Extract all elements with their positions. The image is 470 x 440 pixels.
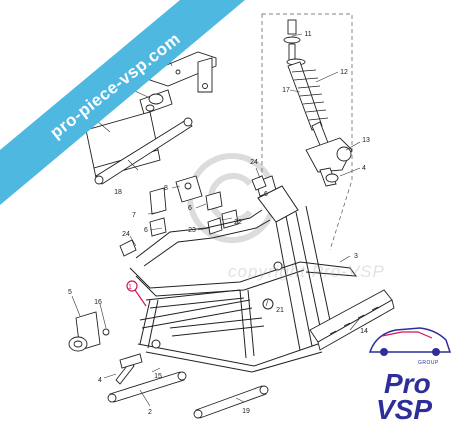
callout-11: 11	[304, 31, 311, 38]
callout-5: 5	[68, 289, 72, 296]
nut-part	[102, 328, 110, 336]
callout-17: 17	[282, 87, 290, 94]
clip-parts	[119, 175, 267, 257]
callout-12: 12	[340, 69, 348, 76]
callout-22: 22	[234, 219, 242, 226]
callout-24-a: 24	[122, 231, 130, 238]
tie-rod-part	[115, 353, 143, 385]
link-bar-part	[94, 117, 193, 185]
chassis-frame-part	[129, 185, 358, 373]
callout-23: 23	[188, 227, 196, 234]
callout-6-a: 6	[188, 205, 192, 212]
callout-labels: 1 2 3 4 4 5 6 6 6 7 8 9 10 11 12 13 14 1…	[68, 31, 370, 416]
stub-axle-part	[305, 137, 353, 187]
steering-bracket-part	[68, 311, 101, 352]
callout-6-b: 6	[144, 227, 148, 234]
lower-link-part	[193, 385, 269, 419]
side-rail-part	[309, 289, 395, 351]
callout-4-upper: 4	[362, 165, 366, 172]
bushing-part	[139, 89, 173, 115]
callout-1: 1	[128, 284, 132, 291]
callout-3: 3	[354, 253, 358, 260]
callout-16: 16	[94, 299, 102, 306]
provsp-logo: GROUP Pro VSP	[358, 320, 458, 432]
callout-24-b: 24	[250, 159, 258, 166]
callout-13: 13	[362, 137, 370, 144]
logo-car-icon	[368, 327, 452, 356]
logo-brand-top: Pro	[384, 368, 431, 399]
logo-group-tag: GROUP	[418, 360, 439, 366]
callout-18: 18	[114, 189, 122, 196]
url-banner	[0, 0, 245, 205]
callout-4-lower: 4	[98, 377, 102, 384]
shock-absorber-part	[283, 19, 332, 156]
logo-brand-bottom: VSP	[376, 394, 433, 425]
callout-6-c: 6	[264, 191, 268, 198]
highlighted-part-1	[126, 280, 147, 307]
callout-7: 7	[132, 212, 136, 219]
engine-mount-part	[175, 175, 203, 203]
callout-21: 21	[276, 307, 284, 314]
callout-8: 8	[164, 185, 168, 192]
shock-absorber-guide	[261, 13, 353, 251]
callout-2: 2	[148, 409, 152, 416]
copyright-watermark-text: copyright Pro-VSP	[228, 262, 385, 281]
callout-19: 19	[242, 408, 250, 415]
callout-15: 15	[154, 373, 162, 380]
callout-14: 14	[360, 328, 368, 335]
upper-bracket-part	[149, 51, 217, 93]
lower-arm-part	[107, 371, 187, 403]
